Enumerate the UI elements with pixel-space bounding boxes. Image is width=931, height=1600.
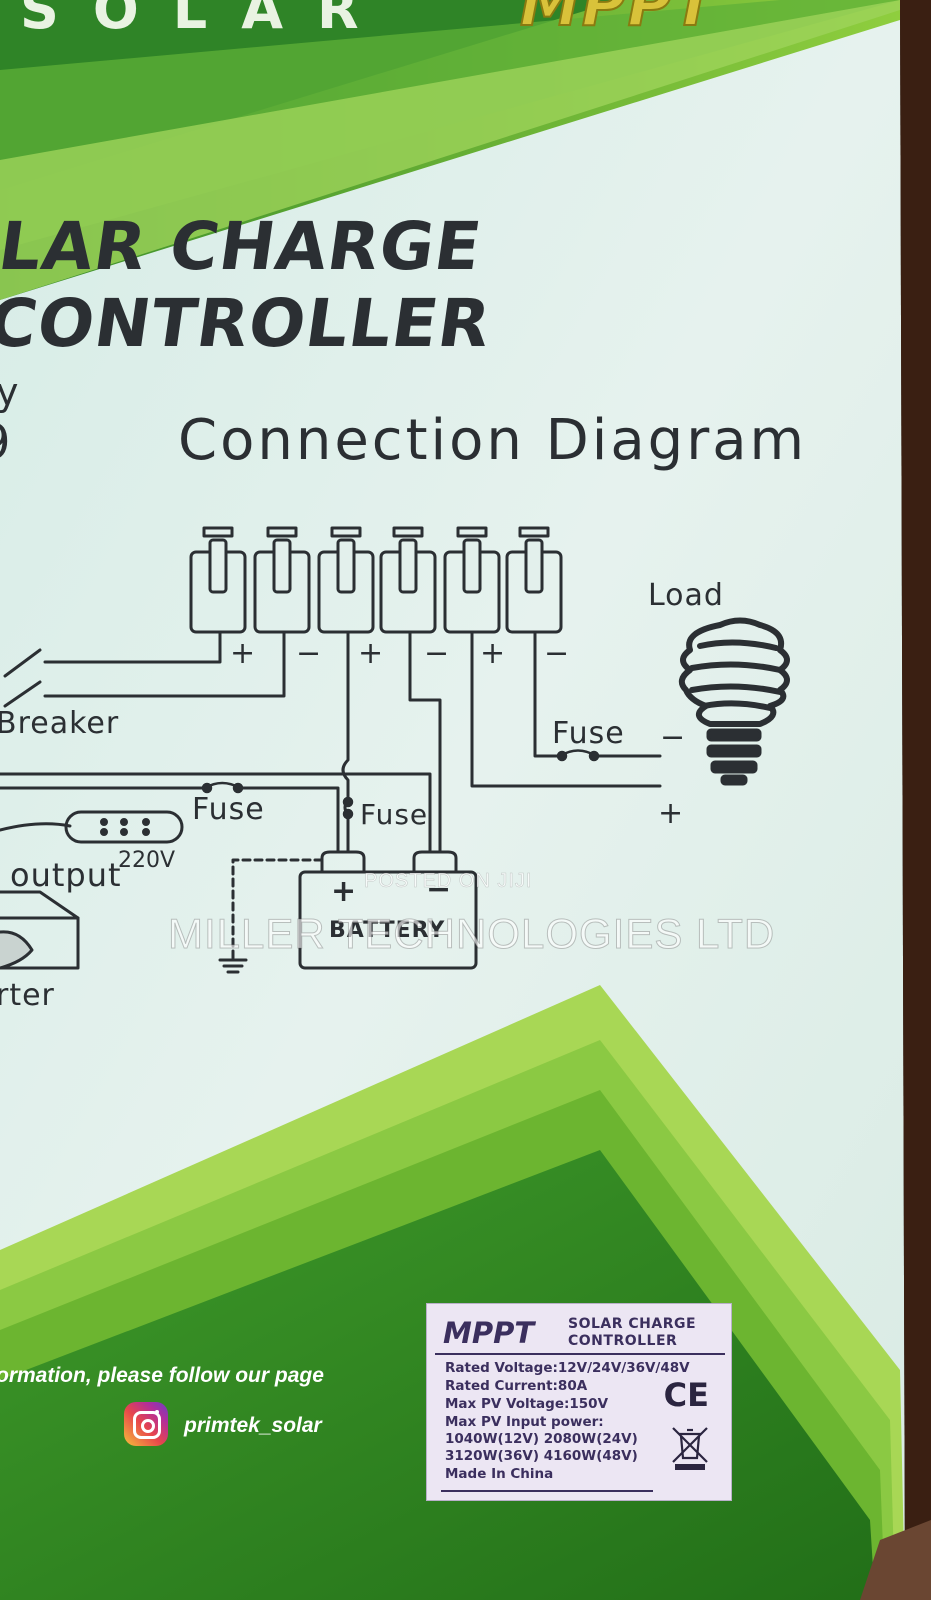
terminal-1 (189, 526, 247, 634)
fuse-symbols (201, 749, 600, 820)
terminal-sign-load-minus: − (544, 636, 570, 671)
spec-row-origin: Made In China (445, 1466, 554, 1482)
terminal-sign-bat-plus: + (358, 636, 384, 671)
battery-label: BATTERY (329, 918, 446, 943)
terminal-block (189, 526, 563, 634)
terminal-sign-pv-plus: + (230, 636, 256, 671)
terminal-sign-pv-minus: − (296, 636, 322, 671)
load-plus-sign: + (658, 796, 684, 831)
ground-symbol (218, 958, 248, 974)
output-voltage: 220V (118, 848, 176, 873)
instagram-icon (124, 1402, 168, 1446)
mppt-logo-top: MPPT (519, 0, 717, 41)
inverter-symbol (0, 890, 80, 970)
diagram-title: Connection Diagram (178, 408, 808, 473)
watermark-posted: POSTED ON JIJI (364, 870, 533, 893)
spec-bottom-rule (441, 1490, 653, 1492)
spec-label: MPPT SOLAR CHARGE CONTROLLER Rated Volta… (426, 1303, 732, 1501)
terminal-6 (505, 526, 563, 634)
spec-row-rated-voltage: Rated Voltage:12V/24V/36V/48V (445, 1360, 690, 1376)
follow-text: ormation, please follow our page (0, 1364, 324, 1387)
terminal-3 (317, 526, 375, 634)
load-bulb (678, 617, 790, 786)
stray-text-9: 9 (0, 415, 11, 471)
spec-row-max-pv-power: Max PV Input power: (445, 1414, 604, 1430)
terminal-sign-bat-minus: − (424, 636, 450, 671)
instagram-handle: primtek_solar (184, 1414, 322, 1437)
terminal-4 (379, 526, 437, 634)
crossed-bin-icon (672, 1427, 708, 1470)
battery-minus-sign: − (426, 872, 452, 907)
spec-subtitle-line1: SOLAR CHARGE (568, 1316, 697, 1332)
spec-subtitle-line2: CONTROLLER (568, 1333, 678, 1349)
spec-row-max-pv-voltage: Max PV Voltage:150V (445, 1396, 609, 1412)
wires (0, 630, 662, 960)
fuse-label-battery: Fuse (360, 798, 429, 831)
spec-row-power-36-48: 3120W(36V) 4160W(48V) (445, 1448, 638, 1464)
battery-plus-sign: + (331, 874, 357, 909)
fuse-label-inverter: Fuse (192, 792, 265, 827)
spec-row-power-12-24: 1040W(12V) 2080W(24V) (445, 1431, 638, 1447)
terminal-sign-load-plus: + (480, 636, 506, 671)
spec-row-rated-current: Rated Current:80A (445, 1378, 588, 1394)
load-minus-sign: − (660, 720, 686, 755)
inverter-label: rter (0, 978, 55, 1013)
breaker-label: Breaker (0, 706, 120, 741)
fuse-label-load: Fuse (552, 716, 625, 751)
spec-divider (435, 1353, 725, 1355)
power-strip (64, 810, 184, 844)
stray-text-y: y (0, 370, 19, 414)
brand-name-top: SOLAR (20, 0, 393, 41)
load-label: Load (648, 578, 724, 613)
spec-brand: MPPT (443, 1316, 535, 1350)
battery-symbol (298, 850, 478, 970)
watermark-company: MILLER TECHNOLOGIES LTD (167, 910, 776, 958)
ce-mark: CE (663, 1376, 709, 1414)
terminal-2 (253, 526, 311, 634)
terminal-5 (443, 526, 501, 634)
output-label: output (10, 856, 122, 894)
